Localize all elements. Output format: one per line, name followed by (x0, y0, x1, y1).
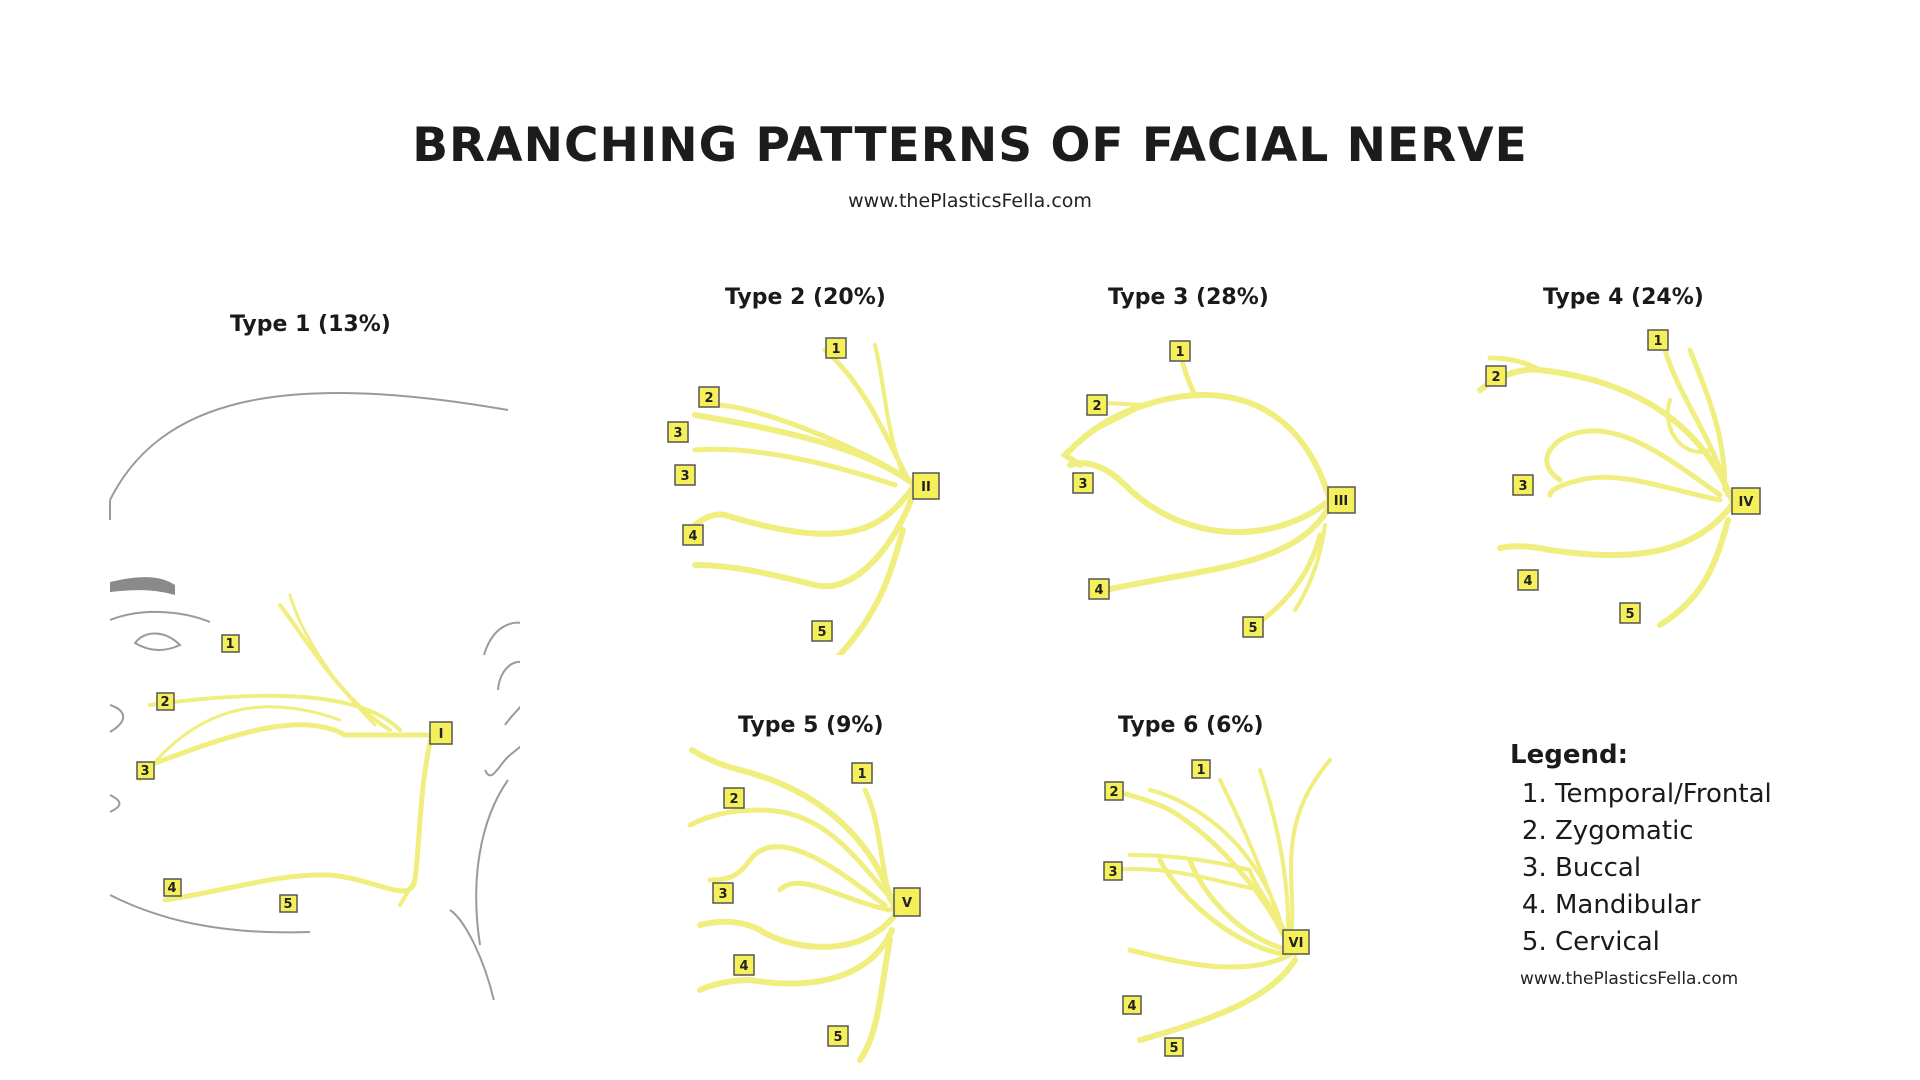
type-1-diagram: I 1 2 3 4 5 (109, 391, 520, 1000)
type-3-diagram: III 1 2 3 4 5 (1060, 340, 1356, 638)
svg-text:5: 5 (817, 625, 826, 640)
type-6-labels: VI 1 2 3 4 5 (1103, 759, 1310, 1057)
svg-text:5: 5 (283, 897, 292, 912)
svg-text:5: 5 (1248, 621, 1257, 636)
type-1-label: Type 1 (13%) (230, 312, 391, 337)
type-2-nerve (692, 343, 918, 655)
svg-text:3: 3 (140, 764, 149, 779)
svg-text:1: 1 (1196, 763, 1205, 778)
type-5-diagram: V 1 2 3 4 5 (687, 747, 921, 1063)
type-1-nerve (138, 593, 435, 907)
legend-url: www.thePlasticsFella.com (1520, 969, 1739, 989)
type-2-diagram: II 1 2 3 3 4 5 (667, 337, 940, 655)
svg-text:2: 2 (1491, 370, 1500, 385)
svg-text:1: 1 (831, 342, 840, 357)
type-4-label: Type 4 (24%) (1543, 285, 1704, 310)
type-2-label: Type 2 (20%) (725, 285, 886, 310)
svg-text:1: 1 (1653, 334, 1662, 349)
type-4-numeral: IV (1739, 495, 1754, 510)
type-6-diagram: VI 1 2 3 4 5 (1103, 758, 1332, 1057)
svg-text:4: 4 (1094, 583, 1103, 598)
type-3-label: Type 3 (28%) (1108, 285, 1269, 310)
svg-text:1: 1 (1175, 345, 1184, 360)
svg-text:5: 5 (1169, 1041, 1178, 1056)
svg-text:3: 3 (1078, 477, 1087, 492)
type-5-nerve (687, 747, 898, 1063)
page-subtitle: www.thePlasticsFella.com (848, 190, 1092, 212)
svg-text:2: 2 (160, 695, 169, 710)
type-2-numeral: II (921, 480, 931, 495)
svg-text:5: 5 (833, 1030, 842, 1045)
svg-text:4: 4 (1127, 999, 1136, 1014)
svg-text:1: 1 (857, 767, 866, 782)
svg-text:1: 1 (225, 637, 234, 652)
type-1-labels: I 1 2 3 4 5 (136, 634, 453, 913)
type-3-labels: III 1 2 3 4 5 (1072, 340, 1356, 638)
type-2-labels: II 1 2 3 3 4 5 (667, 337, 940, 642)
type-6-numeral: VI (1289, 936, 1304, 951)
legend-item: Buccal (1555, 850, 1772, 887)
svg-text:2: 2 (729, 792, 738, 807)
type-1-numeral: I (439, 727, 444, 742)
type-4-labels: IV 1 2 3 4 5 (1485, 329, 1761, 624)
type-5-labels: V 1 2 3 4 5 (712, 762, 921, 1047)
type-5-numeral: V (902, 896, 912, 911)
type-5-label: Type 5 (9%) (738, 713, 884, 738)
svg-text:2: 2 (1092, 399, 1101, 414)
svg-text:2: 2 (1109, 785, 1118, 800)
svg-text:4: 4 (688, 529, 697, 544)
legend-item: Temporal/Frontal (1555, 776, 1772, 813)
type-4-nerve (1477, 347, 1735, 628)
legend-item: Cervical (1555, 924, 1772, 961)
face-outline (109, 391, 520, 1000)
legend-title: Legend: (1510, 740, 1628, 770)
svg-text:3: 3 (718, 887, 727, 902)
legend-item: Zygomatic (1555, 813, 1772, 850)
svg-text:4: 4 (739, 959, 748, 974)
svg-text:3: 3 (673, 426, 682, 441)
legend-list: Temporal/Frontal Zygomatic Buccal Mandib… (1510, 776, 1772, 961)
svg-text:4: 4 (1523, 574, 1532, 589)
svg-text:4: 4 (167, 881, 176, 896)
svg-text:3: 3 (1108, 865, 1117, 880)
legend-item: Mandibular (1555, 887, 1772, 924)
type-4-diagram: IV 1 2 3 4 5 (1477, 329, 1761, 628)
type-6-label: Type 6 (6%) (1118, 713, 1264, 738)
type-6-nerve (1107, 758, 1332, 1043)
svg-text:5: 5 (1625, 607, 1634, 622)
svg-text:3: 3 (680, 469, 689, 484)
legend: Legend: Temporal/Frontal Zygomatic Bucca… (1510, 740, 1772, 989)
svg-text:2: 2 (704, 391, 713, 406)
svg-text:3: 3 (1518, 479, 1527, 494)
page-title: BRANCHING PATTERNS OF FACIAL NERVE (412, 118, 1528, 173)
type-3-numeral: III (1334, 494, 1349, 509)
